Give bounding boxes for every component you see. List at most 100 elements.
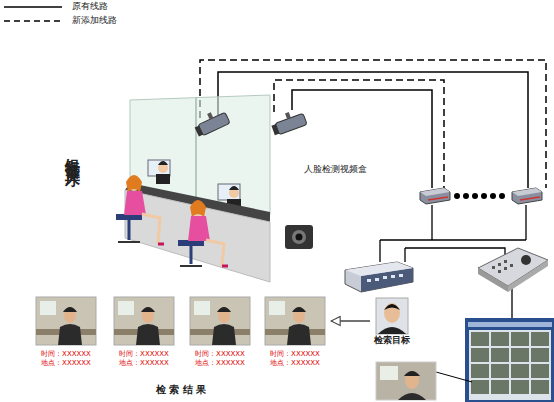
legend-line [4, 6, 62, 8]
search-target: 检索目标 [370, 296, 414, 346]
video-box [420, 188, 450, 196]
monitor-screen [468, 322, 552, 327]
node-text: 地点：XXXXXX [270, 359, 320, 368]
monitor-screen [465, 318, 554, 402]
camera [296, 234, 303, 241]
customer-figure [116, 175, 228, 266]
bank-counter [125, 190, 270, 282]
monitor-screen [531, 364, 549, 378]
monitor-screen [491, 348, 509, 362]
camera [192, 107, 230, 138]
bank-counter [158, 161, 168, 165]
node-text: 地点：XXXXXX [41, 359, 91, 368]
video-box [420, 188, 450, 204]
result-photo [118, 301, 134, 315]
monitor-screen [531, 380, 549, 394]
dvr-recorder [345, 262, 413, 276]
device-wire [405, 248, 505, 255]
target-photo [378, 327, 406, 334]
monitor-screen [511, 348, 529, 362]
inset-photo [404, 371, 420, 376]
text-label: 人脸检测视频盒 [304, 163, 367, 176]
control-keyboard [498, 270, 501, 273]
legend-item: 新添加线路 [0, 14, 117, 28]
result-photo [63, 307, 77, 312]
dvr-recorder [345, 262, 413, 292]
control-keyboard [478, 268, 508, 292]
customer-figure [128, 220, 131, 240]
result-photo [40, 301, 56, 315]
result-photo [293, 307, 305, 323]
monitor-screen [491, 364, 509, 378]
customer-figure [158, 243, 164, 246]
camera [195, 125, 204, 136]
camera [271, 124, 279, 135]
monitor-screen [471, 332, 489, 346]
result-photo [114, 297, 174, 345]
inset-photo [436, 372, 472, 382]
device-wire [511, 288, 512, 318]
device-wire [404, 248, 405, 262]
customer-figure [126, 175, 142, 192]
legend-item: 原有线路 [0, 0, 108, 14]
target-photo [376, 298, 408, 334]
bank-counter [195, 97, 197, 198]
result-photo [217, 307, 231, 312]
result-photo [269, 301, 285, 315]
device-wire [431, 205, 432, 240]
inset-photo [398, 393, 426, 400]
result-photo [292, 307, 306, 312]
node-text: 时间：XXXXXX [41, 350, 91, 359]
customer-figure [180, 265, 202, 267]
legend-text: 新添加线路 [72, 15, 117, 27]
camera [275, 113, 307, 135]
video-box [512, 188, 542, 204]
result-photo [190, 297, 250, 345]
dvr-recorder [383, 276, 387, 279]
monitor-screen [491, 380, 509, 394]
inset-photo [376, 362, 472, 400]
camera [285, 225, 313, 249]
customer-figure [142, 214, 160, 244]
video-box [472, 193, 478, 199]
monitor-screen [471, 380, 489, 394]
result-photo [218, 307, 230, 323]
control-keyboard [492, 266, 495, 269]
monitor-screen [471, 364, 489, 378]
legend-line [0, 15, 72, 27]
control-keyboard [510, 264, 513, 267]
customer-figure [124, 191, 146, 215]
node-text: 地点：XXXXXX [195, 359, 245, 368]
result-photo [36, 297, 325, 345]
dvr-recorder [375, 278, 379, 281]
control-keyboard [508, 260, 548, 292]
result-photo [114, 297, 174, 345]
result-photo [36, 297, 96, 345]
result-card: 时间：XXXXXX地点：XXXXXX [30, 296, 102, 368]
result-photo [142, 307, 154, 323]
target-photo [376, 298, 408, 334]
result-card: 时间：XXXXXX地点：XXXXXX [108, 296, 180, 368]
camera-wire [292, 90, 432, 188]
legend-line [4, 20, 62, 22]
result-photo [194, 301, 210, 315]
video-box [490, 193, 496, 199]
result-photo [136, 324, 160, 345]
result-photo [212, 324, 236, 345]
video-box [512, 188, 542, 204]
camera [292, 230, 306, 244]
video-box [463, 193, 469, 199]
bank-counter [156, 174, 170, 184]
monitor-screen [471, 348, 489, 362]
result-photo [141, 307, 155, 312]
legend-line [0, 1, 72, 13]
control-keyboard [478, 248, 548, 292]
customer-figure [118, 241, 140, 243]
customer-figure [206, 240, 224, 266]
camera [285, 112, 291, 119]
result-photo [265, 297, 325, 345]
